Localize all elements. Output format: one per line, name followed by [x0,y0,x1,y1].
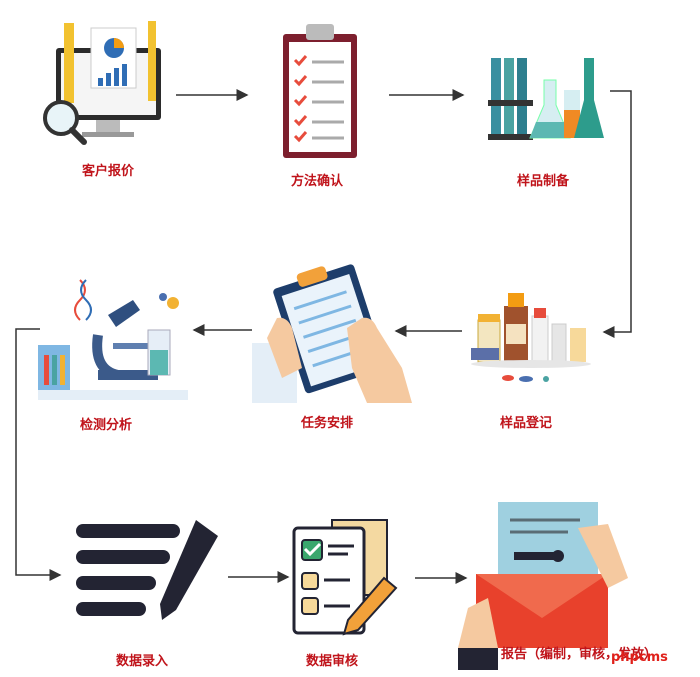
lab-glassware-icon [488,58,604,140]
pen-lines-icon [76,520,218,620]
hand-clipboard-icon [252,264,412,403]
step-label: 客户报价 [82,164,135,179]
step-customer-quote [36,18,176,158]
step-sample-register [466,288,596,388]
clipboard-checklist-icon [283,24,357,158]
step-label: 数据录入 [116,654,169,669]
computer-chart-magnifier-icon [43,21,161,145]
step-label: 样品登记 [500,416,553,431]
step-data-review [292,518,402,638]
envelope-report-icon [458,502,628,670]
medicine-bottles-icon [471,293,591,382]
step-label: 任务安排 [301,416,354,431]
step-method-confirm [280,18,360,160]
step-label: 检测分析 [80,418,133,433]
step-label: 方法确认 [291,174,344,189]
step-sample-prep [486,50,606,150]
microscope-lab-icon [38,279,188,400]
step-report [458,498,628,670]
step-label: 报告（编制，审核，发放） [501,647,658,662]
arrow-3-4 [602,90,632,338]
document-review-pencil-icon [292,519,398,636]
step-test-analysis [38,275,188,405]
arrow-6-7 [15,328,62,581]
step-label: 样品制备 [517,174,570,189]
step-label: 数据审核 [306,654,359,669]
step-task-assign [252,258,412,403]
step-data-entry [76,518,221,628]
watermark: phpcms [611,650,668,665]
